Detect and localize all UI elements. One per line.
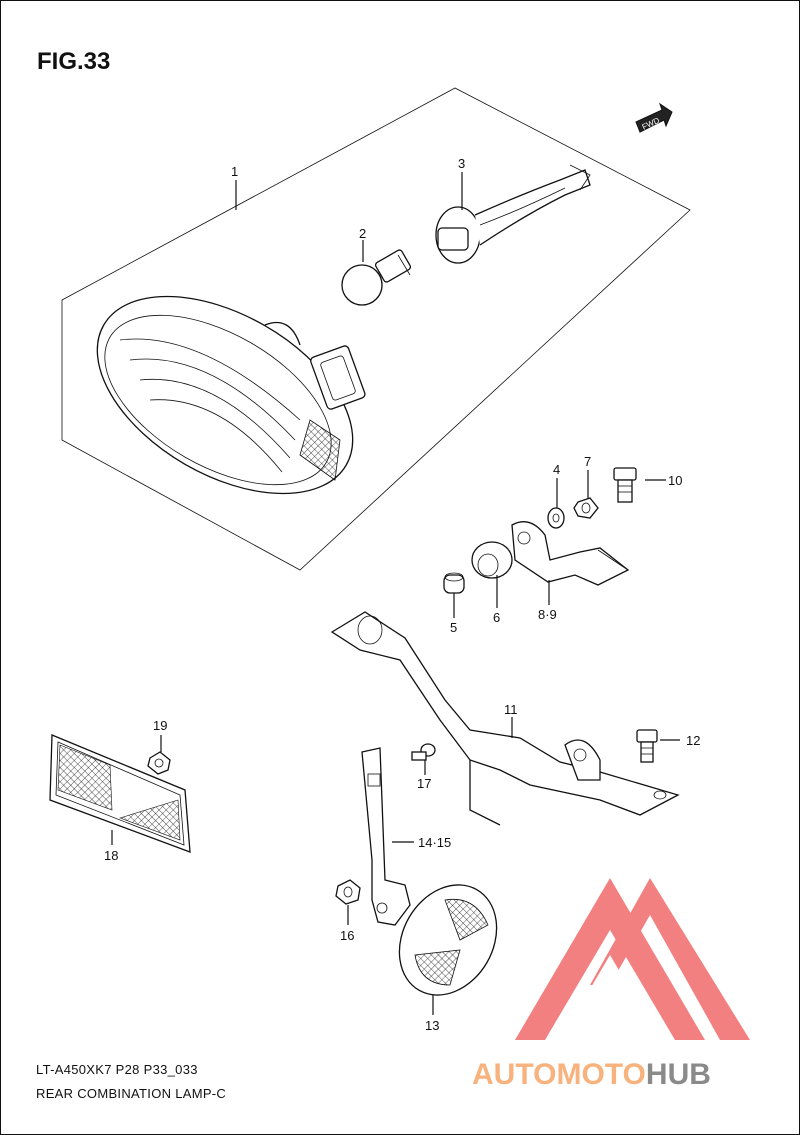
callout-2: 2 [359,226,366,241]
callout-12: 12 [686,733,700,748]
bracket-8-9 [511,521,630,586]
callout-4: 4 [553,462,560,477]
callout-10: 10 [668,473,682,488]
callout-14-15: 14·15 [418,835,451,850]
callout-5: 5 [450,620,457,635]
washer [547,507,565,529]
figure-code: LT-A450XK7 P28 P33_033 [36,1062,198,1077]
figure-title: FIG.33 [37,48,111,75]
watermark-logo-icon [515,878,750,1040]
bolt-10 [613,467,637,503]
callout-1: 1 [231,164,238,179]
callout-11: 11 [504,702,518,717]
nut-7 [573,497,599,519]
figure-name: REAR COMBINATION LAMP-C [36,1086,227,1101]
callout-19: 19 [153,718,167,733]
callout-3: 3 [458,156,465,171]
rectangular-reflector [49,734,191,853]
round-reflector [398,884,498,996]
nut-16 [335,879,361,905]
callout-17: 17 [417,776,431,791]
screw-17 [411,743,436,761]
callout-8-9: 8·9 [538,607,557,622]
main-bracket-11 [330,611,680,826]
fwd-arrow-icon: FWD [635,102,673,133]
callout-7: 7 [584,454,591,469]
callout-16: 16 [340,928,354,943]
watermark-part2: HUB [646,1058,711,1091]
callout-18: 18 [104,848,118,863]
watermark-part1: AUTOMOTO [472,1058,646,1091]
grommet [471,541,513,579]
stay-14-15 [361,747,411,926]
nut-19 [147,751,171,775]
leader-lines [111,172,680,1015]
callout-6: 6 [493,610,500,625]
bulb-socket [435,164,591,264]
callout-13: 13 [425,1018,439,1033]
collar [443,572,465,594]
lamp-assembly-box [61,87,691,571]
tail-lamp-housing [96,295,366,495]
bulb [341,249,412,306]
bolt-12 [636,729,658,763]
watermark-text: AUTOMOTOHUB [472,1058,711,1091]
